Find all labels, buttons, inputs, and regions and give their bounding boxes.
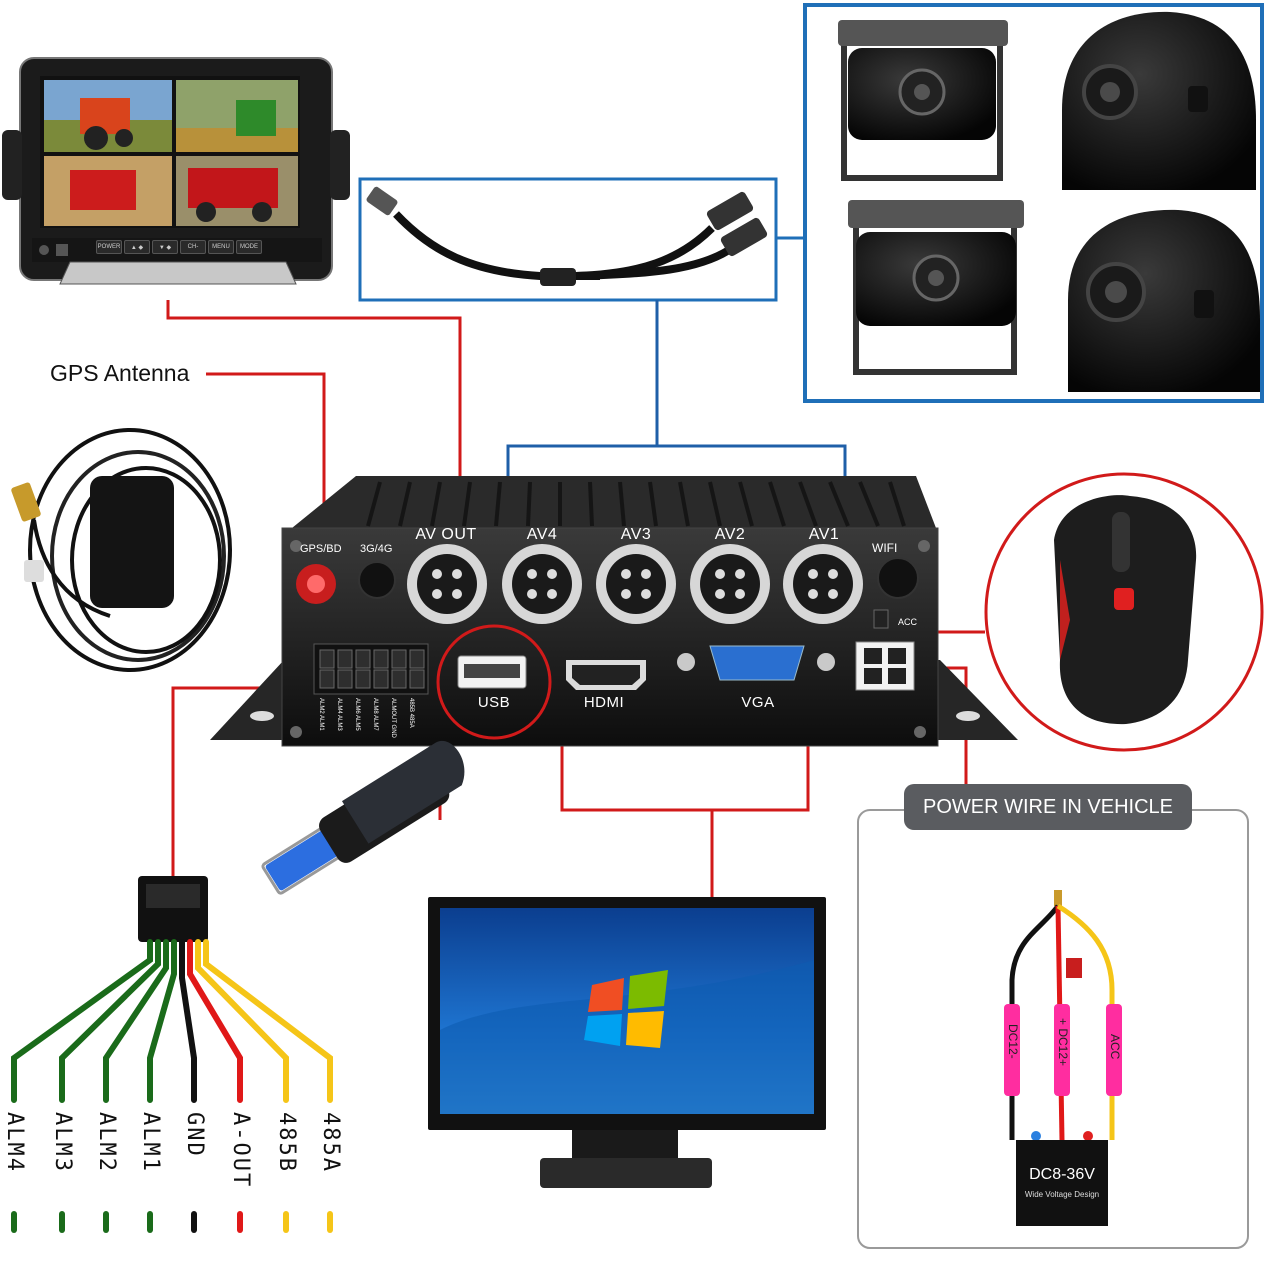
bracket-camera-2 xyxy=(848,200,1024,375)
terminal-label-5: ALMOUT GND xyxy=(390,698,396,738)
monitor-menu-button[interactable]: MENU xyxy=(208,240,234,254)
wire-label-alm1: ALM1 xyxy=(138,1112,163,1173)
power-wire-badge: POWER WIRE IN VEHICLE xyxy=(904,784,1192,830)
wire-label-alm4: ALM4 xyxy=(2,1112,27,1173)
alarm-wire-ends xyxy=(11,1211,333,1233)
monitor-up-button[interactable]: ▲ ◆ xyxy=(124,240,150,254)
av4-port-label: AV4 xyxy=(526,526,558,543)
av3-port-label: AV3 xyxy=(620,526,652,543)
wifi-port-label: WIFI xyxy=(872,541,898,555)
power-harness xyxy=(1004,890,1122,1226)
wire-label-alm2: ALM2 xyxy=(94,1112,119,1173)
acc-wire-label: ACC xyxy=(1108,1034,1122,1060)
usb-flash-drive xyxy=(261,740,465,895)
wire-label-gnd: GND xyxy=(182,1112,207,1158)
acc-label: ACC xyxy=(898,617,918,627)
quad-monitor xyxy=(2,57,350,285)
y-splitter-cable xyxy=(366,186,768,286)
terminal-label-1: ALM2 ALM1 xyxy=(318,698,324,731)
dome-camera-2 xyxy=(1068,209,1260,392)
usb-highlight xyxy=(436,624,552,740)
wire-label-485a: 485A xyxy=(318,1112,343,1173)
monitor-power-button[interactable]: POWER xyxy=(96,240,122,254)
aviation-ports xyxy=(407,544,863,624)
power-box-title: DC8-36V xyxy=(1029,1166,1095,1183)
gps-antenna xyxy=(11,428,232,672)
monitor-mode-button[interactable]: MODE xyxy=(236,240,262,254)
gps-port-label: GPS/BD xyxy=(300,543,342,555)
terminal-label-4: ALM8 ALM7 xyxy=(372,698,378,731)
windows-logo-icon xyxy=(584,970,668,1048)
terminal-label-3: ALM6 ALM5 xyxy=(354,698,360,731)
dome-camera-1 xyxy=(1062,11,1256,190)
desktop-monitor xyxy=(428,897,826,1188)
wireless-mouse xyxy=(984,472,1264,752)
power-box-subtitle: Wide Voltage Design xyxy=(1024,1190,1100,1199)
vga-port-label: VGA xyxy=(741,694,775,711)
av1-port-label: AV1 xyxy=(808,526,840,543)
alarm-wires xyxy=(11,939,333,1103)
wire-label-485b: 485B xyxy=(274,1112,299,1173)
dc12-plus-label: + DC12+ xyxy=(1056,1018,1070,1067)
dc12-minus-label: DC12- xyxy=(1006,1024,1020,1059)
gps-antenna-label: GPS Antenna xyxy=(50,360,190,386)
usb-port-label: USB xyxy=(477,694,511,711)
av2-port-label: AV2 xyxy=(714,526,746,543)
wire-label-alm3: ALM3 xyxy=(50,1112,75,1173)
hdmi-port-label: HDMI xyxy=(583,694,625,711)
terminal-label-2: ALM4 ALM3 xyxy=(336,698,342,731)
bracket-camera-1 xyxy=(838,20,1008,181)
alarm-harness-connector xyxy=(138,876,208,942)
av-out-port-label: AV OUT xyxy=(415,526,477,543)
terminal-label-6: 485B 485A xyxy=(408,698,414,728)
monitor-down-button[interactable]: ▼ ◆ xyxy=(152,240,178,254)
mobile-dvr xyxy=(210,476,1018,747)
monitor-ch-button[interactable]: CH- xyxy=(180,240,206,254)
3g4g-port-label: 3G/4G xyxy=(360,543,393,555)
wire-label-a-out: A-OUT xyxy=(228,1112,253,1189)
